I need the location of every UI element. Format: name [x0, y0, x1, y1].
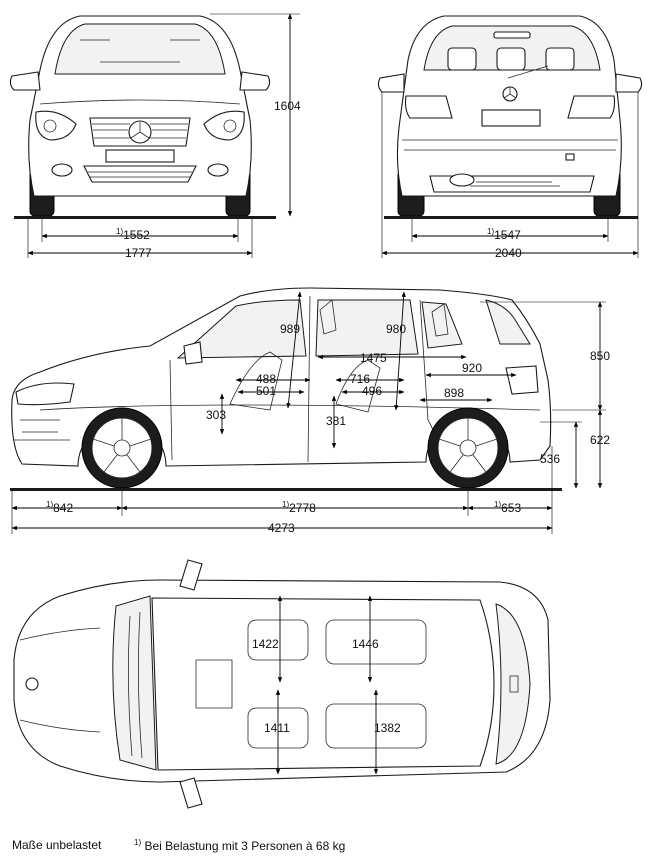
seat-rear-b-label: 496 — [362, 384, 382, 398]
top-car-body — [13, 559, 551, 809]
front-overhang-value: 842 — [53, 501, 73, 515]
wheelbase-label: 1)2778 — [282, 500, 316, 515]
front-overhang-label: 1)842 — [46, 500, 73, 515]
footnote-marker: 1) — [134, 838, 142, 847]
load-length-label: 898 — [444, 386, 464, 400]
sill-height-label: 536 — [540, 452, 560, 466]
front-overhang-footnote: 1) — [46, 500, 53, 509]
floor-depth-label: 381 — [326, 414, 346, 428]
front-track-label: 1)1552 — [116, 227, 150, 242]
elbow-front-label: 1411 — [264, 721, 290, 735]
seat-front-a-label: 488 — [256, 372, 276, 386]
front-width-label: 1777 — [125, 246, 152, 260]
front-height-label: 1604 — [274, 99, 301, 113]
elbow-rear-label: 1382 — [374, 721, 401, 735]
shoulder-front-label: 1422 — [252, 637, 279, 651]
shoulder-rear-label: 1446 — [352, 637, 379, 651]
unladen-note: Maße unbelastet — [12, 838, 102, 852]
front-track-footnote: 1) — [116, 227, 123, 236]
rear-track-label: 1)1547 — [487, 227, 521, 242]
interior-length-label: 1475 — [360, 351, 387, 365]
rear-legroom-label: 920 — [462, 361, 482, 375]
roof-to-belt-label: 850 — [590, 349, 610, 363]
rear-ground-line — [384, 216, 638, 219]
footnote-text: Bei Belastung mit 3 Personen à 68 kg — [144, 839, 346, 853]
seat-rear-a-label: 716 — [350, 372, 370, 386]
side-car-body — [11, 287, 552, 489]
seat-height-label: 303 — [206, 408, 226, 422]
headroom-front-dim-line — [286, 291, 302, 409]
rear-overhang-value: 653 — [501, 501, 521, 515]
length-label: 4273 — [268, 521, 295, 535]
wheelbase-value: 2778 — [289, 501, 316, 515]
rear-overhang-label: 1)653 — [494, 500, 521, 515]
side-ground-line — [10, 488, 562, 491]
rear-car-body — [377, 15, 643, 217]
front-ground-line — [14, 216, 276, 219]
front-track-value: 1552 — [123, 228, 150, 242]
wheelbase-footnote: 1) — [282, 500, 289, 509]
rear-track-footnote: 1) — [487, 227, 494, 236]
seat-front-b-label: 501 — [256, 384, 276, 398]
front-view: 1604 1)1552 1777 — [9, 13, 301, 260]
rear-width-label: 2040 — [495, 246, 522, 260]
belt-height-label: 622 — [590, 433, 610, 447]
rear-view: 1)1547 2040 — [377, 15, 643, 260]
rear-overhang-footnote: 1) — [494, 500, 501, 509]
headroom-front-label: 989 — [280, 322, 300, 336]
side-view: 989 980 303 381 1475 920 488 501 716 496… — [10, 287, 610, 535]
footnote: 1) Bei Belastung mit 3 Personen à 68 kg — [134, 838, 345, 853]
rear-track-value: 1547 — [494, 228, 521, 242]
top-view: 1422 1446 1411 1382 — [13, 559, 551, 809]
front-car-body — [9, 15, 271, 217]
headroom-rear-label: 980 — [386, 322, 406, 336]
